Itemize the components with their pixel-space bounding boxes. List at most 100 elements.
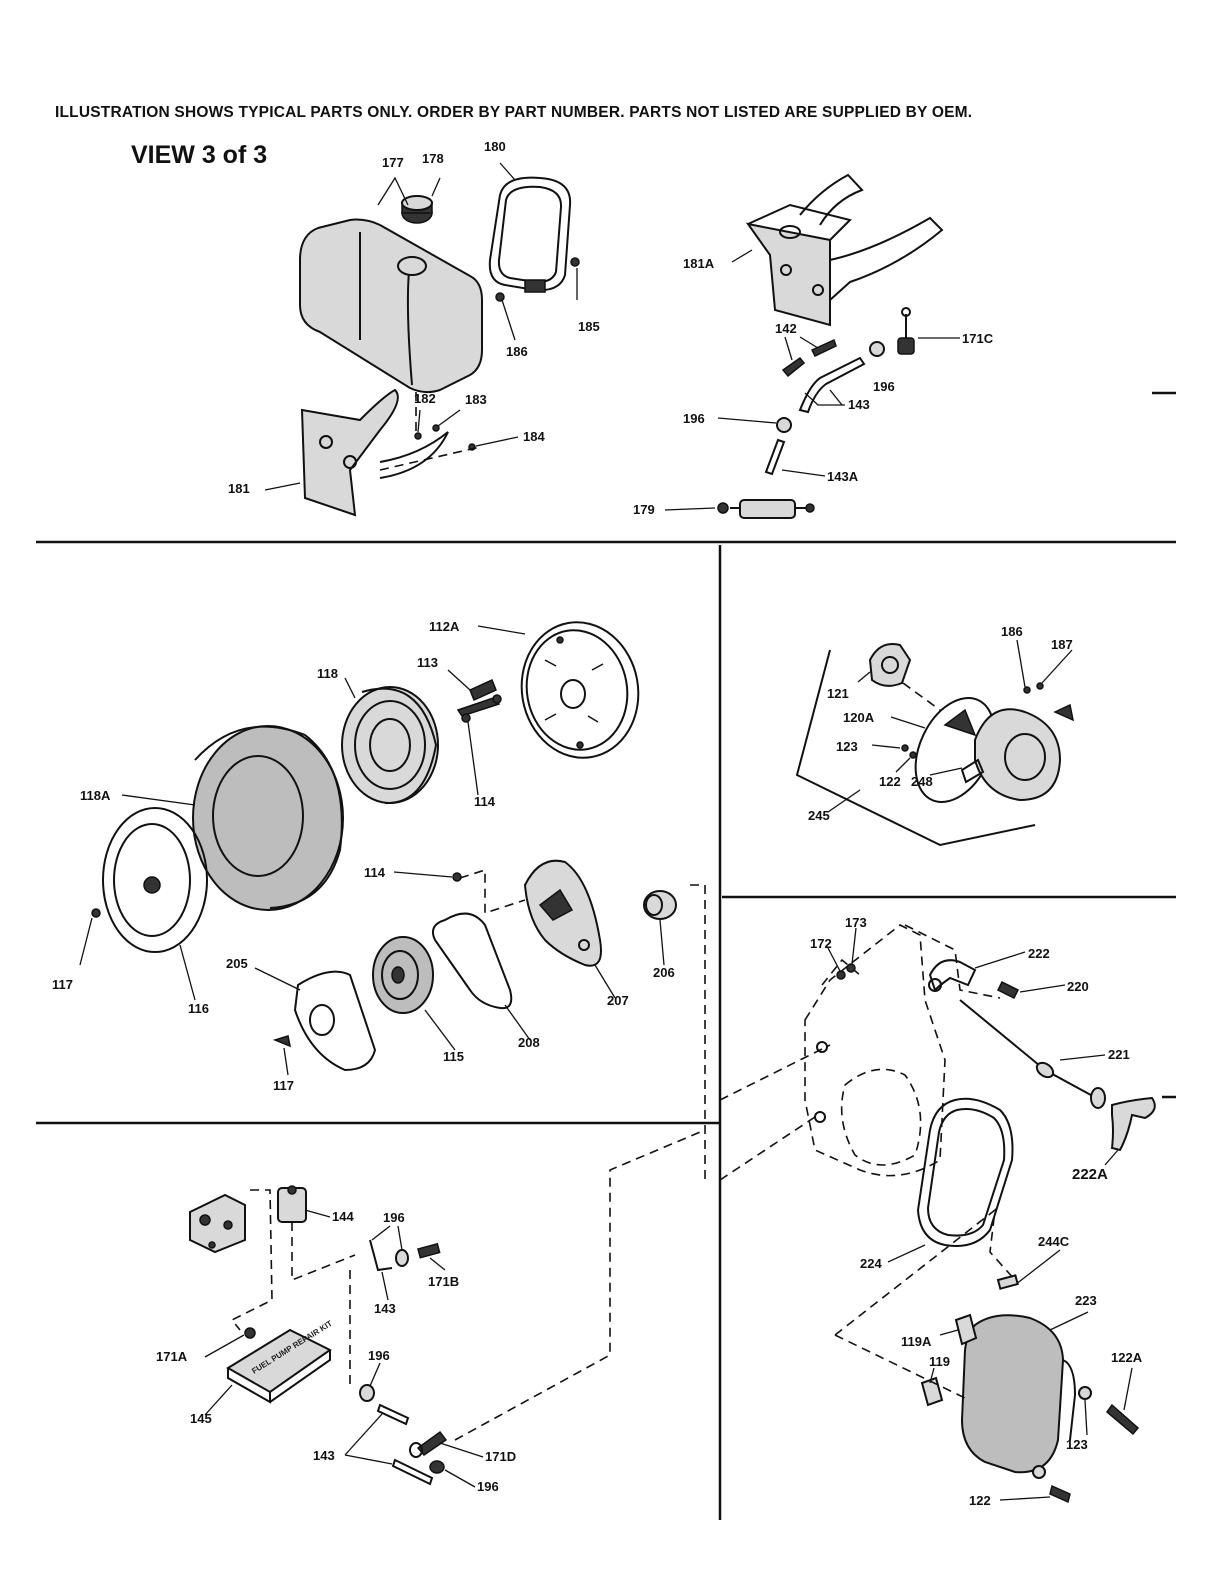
- bolt-122A: [1105, 1403, 1140, 1436]
- fuel-pump-group: FUEL PUMP REPAIR KIT: [189, 1129, 706, 1488]
- callout-207: 207: [607, 993, 629, 1008]
- callout-171C: 171C: [962, 331, 994, 346]
- callout-196-pump: 196: [383, 1210, 405, 1225]
- callout-145: 145: [190, 1411, 212, 1426]
- callout-183: 183: [465, 392, 487, 407]
- callout-196-lower: 196: [477, 1479, 499, 1494]
- callout-144: 144: [332, 1209, 354, 1224]
- pulley-118: [341, 686, 439, 805]
- callout-220: 220: [1067, 979, 1089, 994]
- belt-cover-223: [960, 1314, 1077, 1474]
- callout-178: 178: [422, 151, 444, 166]
- screw-117-lower: [272, 1035, 292, 1048]
- screw-187: [1036, 682, 1044, 690]
- callout-116: 116: [188, 1001, 209, 1016]
- callout-143-top: 143: [848, 397, 870, 412]
- callout-179: 179: [633, 502, 655, 517]
- callout-143-pump: 143: [374, 1301, 396, 1316]
- control-cable-221: [959, 999, 1106, 1109]
- callout-221: 221: [1108, 1047, 1130, 1062]
- flange-121: [868, 643, 912, 687]
- washer-123: [901, 744, 909, 752]
- callout-171A: 171A: [156, 1349, 188, 1364]
- callout-122-starter: 122: [879, 774, 901, 789]
- bushing-206: [643, 890, 677, 920]
- callout-123-cover: 123: [1066, 1437, 1088, 1452]
- screw-183: [432, 424, 440, 432]
- callout-171B: 171B: [428, 1274, 459, 1289]
- callout-186-starter: 186: [1001, 624, 1023, 639]
- callout-120A: 120A: [843, 710, 875, 725]
- drive-tire-118A: [192, 725, 344, 911]
- callout-206: 206: [653, 965, 675, 980]
- fitting-171A: [244, 1327, 256, 1339]
- callout-labels: 177 178 180 185 186 182 183 184 181 181A…: [52, 139, 1143, 1508]
- assembly-bracket-245: [795, 649, 1036, 847]
- clamp-196-top: [869, 341, 885, 357]
- callout-119: 119: [929, 1354, 950, 1369]
- clamp-196-lower: [429, 1460, 445, 1474]
- callout-115: 115: [443, 1049, 464, 1064]
- tank-bracket: [300, 388, 449, 517]
- fuel-line-143-upper: [369, 1239, 393, 1272]
- fitting-171D: [409, 1430, 448, 1458]
- drive-belt-224: [916, 1097, 1014, 1247]
- callout-187: 187: [1051, 637, 1073, 652]
- spring-142a: [781, 356, 806, 378]
- bolt-114-upper: [461, 713, 471, 723]
- illustration-notice: ILLUSTRATION SHOWS TYPICAL PARTS ONLY. O…: [55, 104, 973, 121]
- fuel-tank: [299, 218, 483, 394]
- fitting-171B: [417, 1242, 441, 1259]
- starter-housing-248: [960, 703, 1075, 802]
- idler-arm-113: [456, 678, 502, 717]
- shutoff-valve-171C: [897, 307, 915, 355]
- bolt-114-lower: [452, 872, 462, 882]
- callout-172: 172: [810, 936, 832, 951]
- wheel-disc-116: [102, 807, 208, 953]
- gear-housing-dashed: [804, 924, 946, 1177]
- callout-143-lower: 143: [313, 1448, 335, 1463]
- callout-117-lower: 117: [273, 1078, 294, 1093]
- callout-185: 185: [578, 319, 600, 334]
- screw-117-left: [91, 908, 101, 918]
- spacer-119A: [954, 1313, 978, 1346]
- fuel-line-143-lower-b: [391, 1458, 434, 1486]
- key-244C: [996, 1274, 1019, 1290]
- section-dividers: [36, 391, 1176, 1520]
- tank-strap: [488, 176, 572, 293]
- mounting-bracket-181A: [745, 173, 944, 327]
- callout-222: 222: [1028, 946, 1050, 961]
- control-bracket-222: [928, 959, 977, 992]
- fuel-line-143: [798, 356, 866, 414]
- callout-186: 186: [506, 344, 528, 359]
- callout-181A: 181A: [683, 256, 715, 271]
- pulley-cover-205: [293, 970, 377, 1072]
- callout-118A: 118A: [80, 788, 111, 803]
- callout-173: 173: [845, 915, 867, 930]
- callout-171D: 171D: [485, 1449, 516, 1464]
- auger-pulley-115: [372, 936, 434, 1014]
- callout-143A: 143A: [827, 469, 859, 484]
- auger-belt-208: [432, 912, 513, 1010]
- view-title: VIEW 3 of 3: [131, 141, 268, 169]
- fuel-filter-179: [717, 499, 815, 519]
- callout-118: 118: [317, 666, 338, 681]
- callout-208: 208: [518, 1035, 540, 1050]
- washer-182: [414, 432, 422, 440]
- callout-114-upper: 114: [474, 794, 496, 809]
- carburetor: [189, 1193, 246, 1254]
- strap-nut: [495, 292, 505, 302]
- callout-205: 205: [226, 956, 248, 971]
- fuel-line-143A: [764, 438, 786, 476]
- callout-114-lower: 114: [364, 865, 386, 880]
- callout-223: 223: [1075, 1293, 1097, 1308]
- fuel-cap: [401, 195, 433, 224]
- auger-drive-group: [79, 621, 706, 1180]
- callout-196-kit: 196: [368, 1348, 390, 1363]
- callout-117-left: 117: [52, 977, 73, 992]
- callout-142: 142: [775, 321, 797, 336]
- belt-cover-112A: [520, 621, 640, 759]
- callout-184: 184: [523, 429, 545, 444]
- bolt-122b: [1049, 1484, 1071, 1504]
